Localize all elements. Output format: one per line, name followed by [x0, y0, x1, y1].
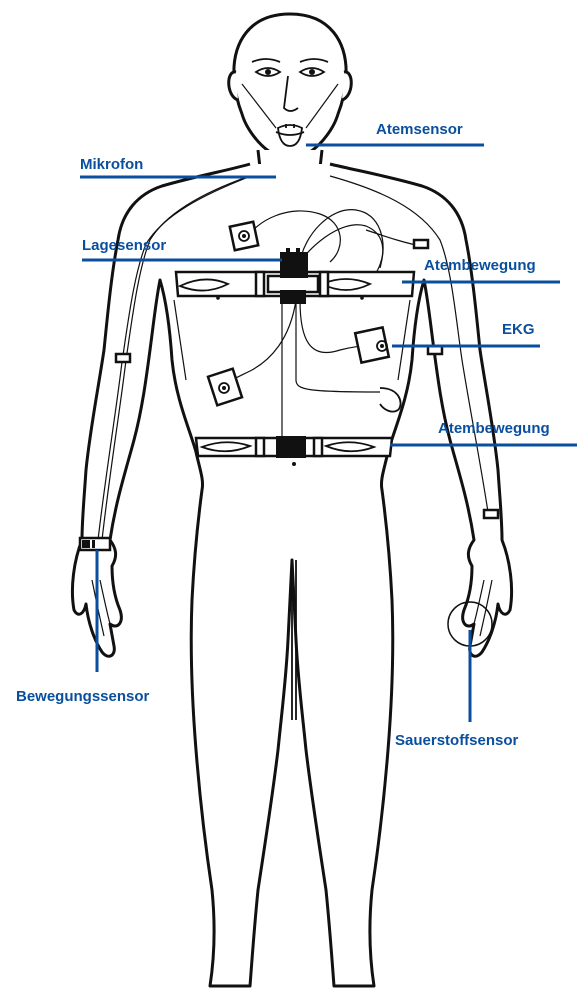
cable-clip — [116, 354, 130, 362]
label-sauerstoffsensor: Sauerstoffsensor — [395, 630, 519, 749]
label-text: Atembewegung — [438, 420, 550, 437]
movement-sensor-device — [80, 538, 110, 550]
label-text: EKG — [502, 321, 535, 338]
ekg-electrode-right — [355, 327, 389, 362]
label-text: Bewegungssensor — [16, 688, 150, 705]
label-text: Sauerstoffsensor — [395, 732, 519, 749]
ekg-electrode-top — [230, 222, 258, 250]
label-text: Atemsensor — [376, 121, 463, 138]
label-text: Mikrofon — [80, 156, 143, 173]
label-text: Lagesensor — [82, 237, 166, 254]
cable-clip — [414, 240, 428, 248]
label-text: Atembewegung — [424, 257, 536, 274]
cable-clip — [484, 510, 498, 518]
position-sensor-device — [280, 248, 308, 304]
